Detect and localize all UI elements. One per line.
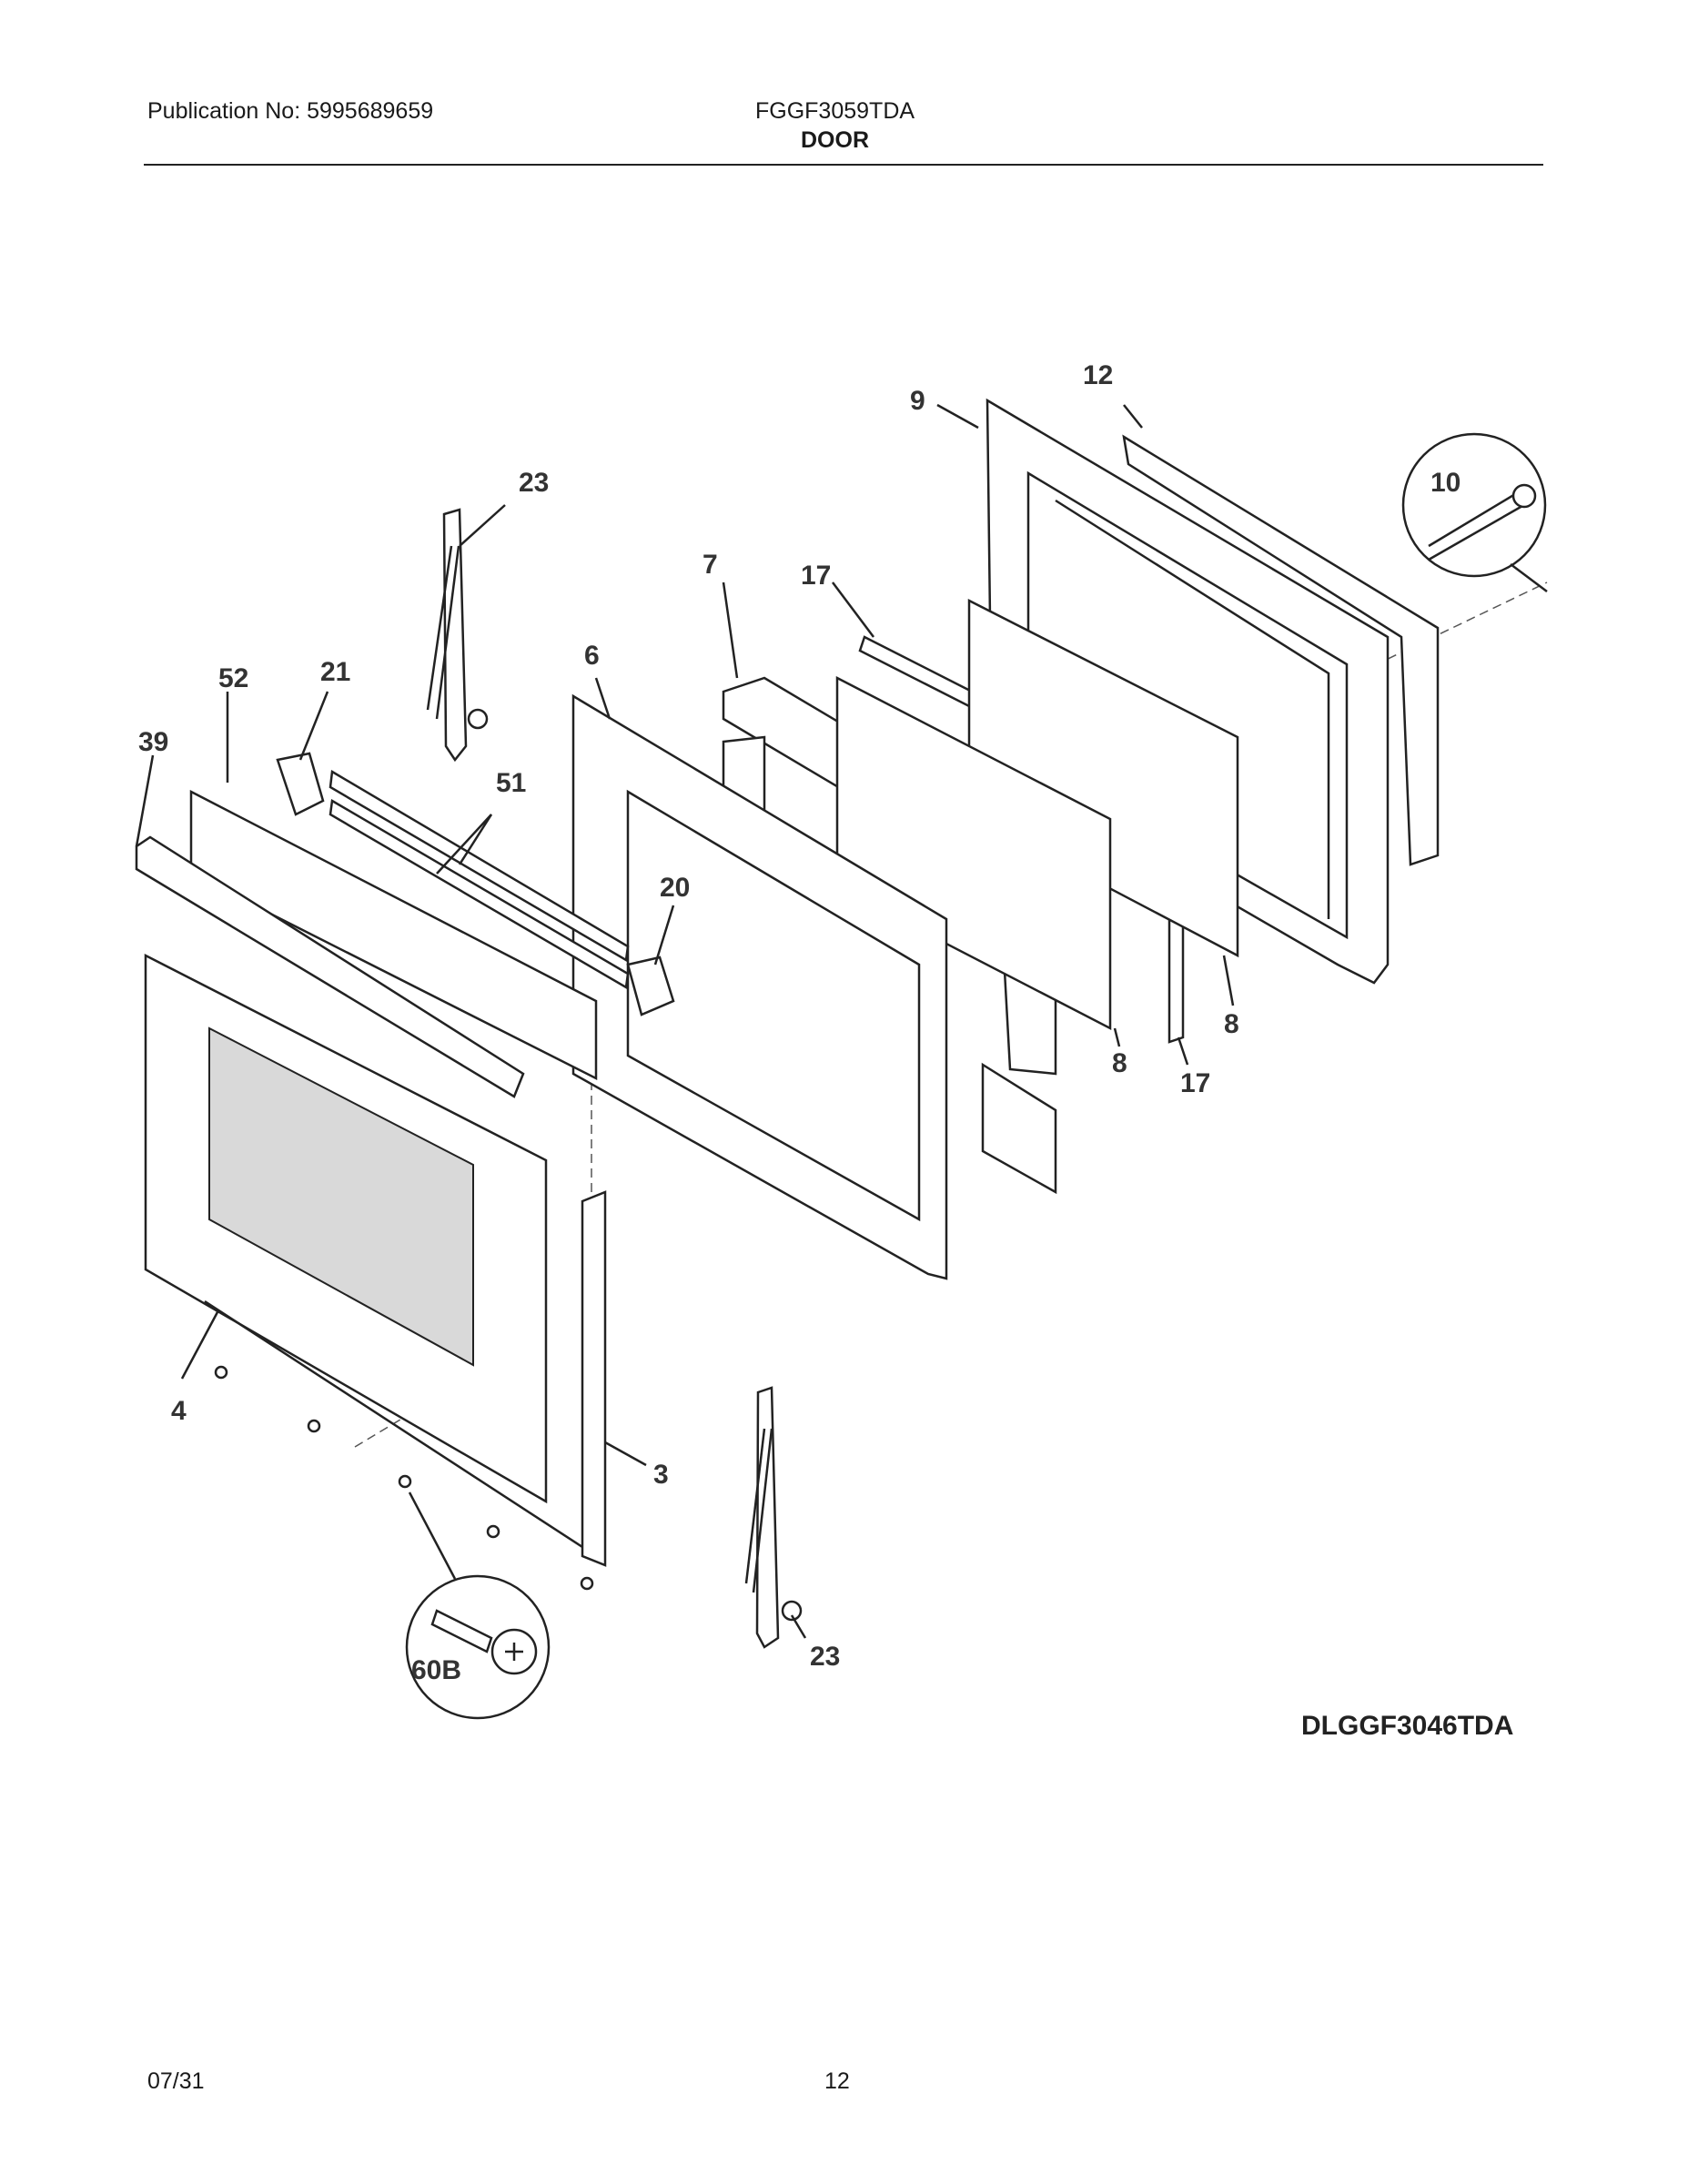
callout-8-right: 8 xyxy=(1224,1009,1239,1039)
callout-21: 21 xyxy=(320,657,350,687)
door-hinge-top xyxy=(426,508,489,763)
publication-number: Publication No: 5995689659 xyxy=(147,98,434,124)
door-glass-panel xyxy=(967,598,1239,958)
callout-9: 9 xyxy=(910,386,925,416)
section-title: DOOR xyxy=(801,127,869,153)
handle-trim-panel xyxy=(189,789,598,1081)
page-number: 12 xyxy=(824,2068,850,2094)
diagram-code: DLGGF3046TDA xyxy=(1301,1711,1513,1741)
callout-4: 4 xyxy=(171,1396,187,1426)
footer-date: 07/31 xyxy=(147,2068,205,2094)
callout-20: 20 xyxy=(660,873,690,903)
leader-lines xyxy=(135,403,1235,1639)
callout-12: 12 xyxy=(1083,360,1113,390)
door-hinge-bottom xyxy=(744,1386,803,1649)
handle-bracket xyxy=(276,752,325,816)
callout-6: 6 xyxy=(584,641,600,671)
callout-3: 3 xyxy=(653,1460,669,1490)
screw-60b-detail xyxy=(405,1574,551,1720)
callout-23-top: 23 xyxy=(519,468,549,498)
callout-52: 52 xyxy=(218,663,248,693)
handle-bracket xyxy=(626,956,675,1016)
callout-17-top: 17 xyxy=(801,561,831,591)
callout-39: 39 xyxy=(138,727,168,757)
model-number: FGGF3059TDA xyxy=(755,98,915,124)
callout-8-mid: 8 xyxy=(1112,1048,1127,1078)
door-screws xyxy=(214,1365,594,1591)
door-gasket xyxy=(1122,434,1440,866)
callout-10: 10 xyxy=(1430,468,1461,498)
header-divider xyxy=(144,164,1543,166)
callout-23-bottom: 23 xyxy=(810,1642,840,1672)
door-handle xyxy=(135,835,525,1098)
callout-17-bottom: 17 xyxy=(1180,1068,1210,1098)
callout-51: 51 xyxy=(496,768,526,798)
door-side-rail xyxy=(329,798,630,990)
door-glass-panel xyxy=(835,675,1112,1031)
callout-60b: 60B xyxy=(411,1655,461,1685)
outer-door-panel xyxy=(144,953,607,1567)
callout-7: 7 xyxy=(702,550,718,580)
door-side-rail xyxy=(329,769,630,963)
screw-detail-callout xyxy=(1401,432,1548,592)
